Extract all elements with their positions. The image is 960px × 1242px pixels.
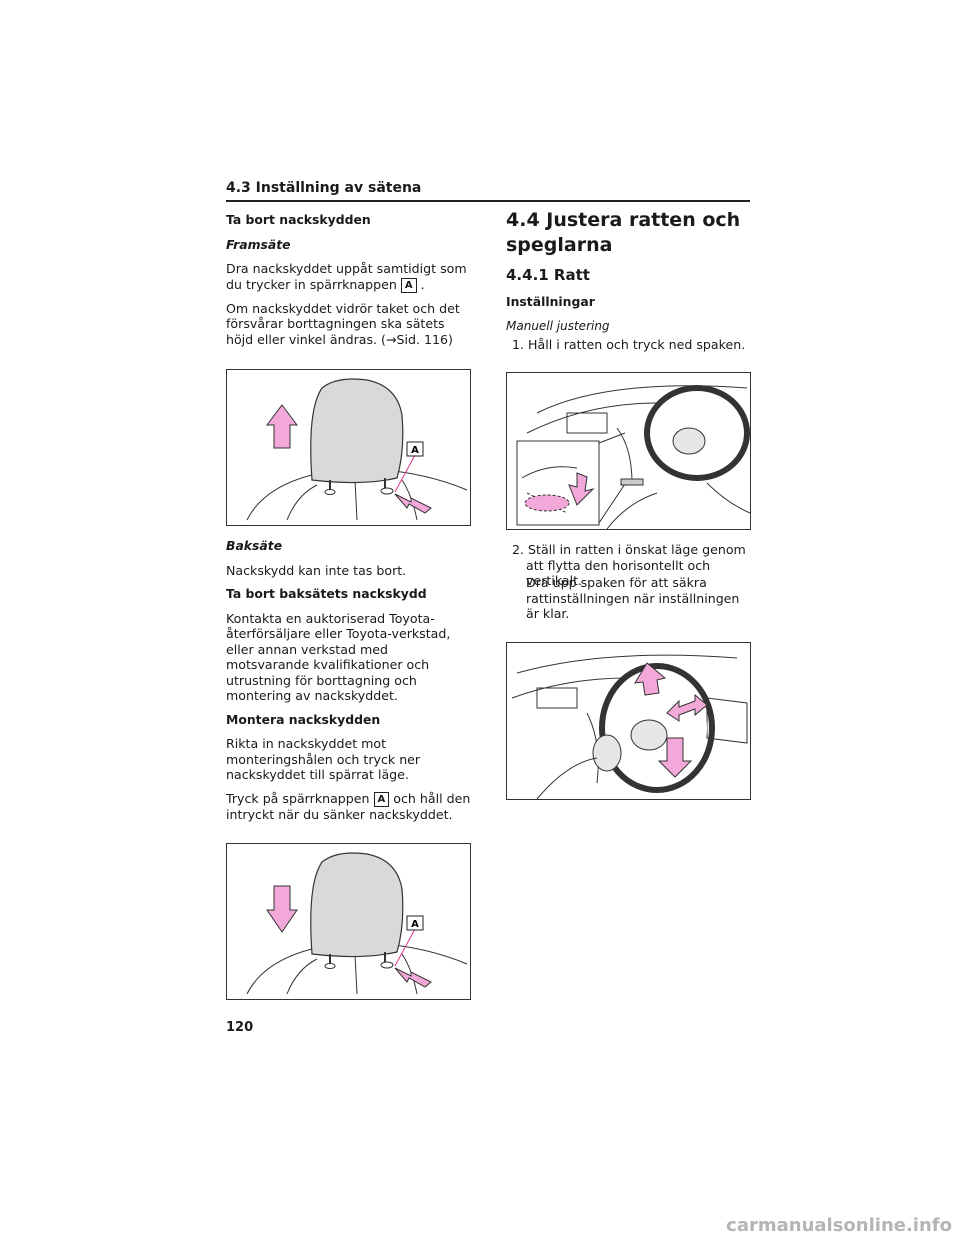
chapter-heading: 4.4 Justera ratten och speglarna	[506, 209, 741, 256]
down-arrow-icon-2	[657, 737, 693, 778]
remove-headrest-title: Ta bort nackskydden	[226, 212, 371, 227]
left-column: Ta bort nackskydden Framsäte Dra nacksky…	[226, 212, 472, 355]
headrest-install-illustration: A	[246, 852, 468, 995]
lever-down-arrow-icon	[568, 472, 595, 506]
callout-a-label-2: A	[411, 919, 419, 930]
front-seat-subtitle: Framsäte	[226, 236, 291, 252]
steering-adjust-illustration	[511, 654, 748, 799]
rear-seat-subtitle: Baksäte	[226, 538, 283, 553]
callout-a-label: A	[411, 445, 419, 456]
up-arrow-icon	[266, 404, 298, 449]
front-p1-end: .	[420, 276, 425, 292]
callout-a-box	[406, 441, 424, 457]
front-p1-text: Dra nackskyddet uppåt samtidigt som du t…	[226, 261, 467, 292]
up-arrow-icon-2	[634, 662, 667, 696]
headrest-removal-illustration: A	[246, 378, 468, 521]
front-paragraph-1: Dra nackskyddet uppåt samtidigt som du t…	[226, 261, 472, 293]
button-a-label-2: A	[373, 791, 390, 807]
steering-lever-illustration	[516, 385, 750, 529]
header-rule	[226, 200, 750, 202]
install-title: Montera nackskydden	[226, 711, 381, 727]
left-column-lower: Baksäte Nackskydd kan inte tas bort. Ta …	[226, 538, 472, 830]
install-p2-end: och håll den intryckt när du sänker nack…	[226, 790, 471, 822]
push-arrow-icon	[394, 493, 432, 514]
steering-adjust-figure	[506, 642, 751, 800]
settings-title: Inställningar	[506, 294, 595, 309]
manual-adjust-subtitle: Manuell justering	[506, 319, 610, 333]
step-1: 1. Håll i ratten och tryck ned spaken.	[512, 337, 746, 352]
headrest-install-figure: A	[226, 843, 471, 1000]
callout-a-box-2	[406, 915, 424, 931]
down-arrow-icon	[266, 885, 298, 933]
rear-paragraph-1: Nackskydd kan inte tas bort.	[226, 562, 407, 578]
headrest-removal-figure: A	[226, 369, 471, 526]
push-arrow-icon-2	[394, 967, 432, 988]
button-a-label: A	[400, 277, 417, 293]
install-p2-text: Tryck på spärrknappen	[226, 790, 370, 806]
section-header: 4.3 Inställning av sätena	[226, 180, 422, 196]
watermark: carmanualsonline.info	[726, 1215, 952, 1236]
step-2: 2. Ställ in ratten i önskat läge genom a…	[512, 542, 746, 588]
page-number: 120	[226, 1020, 254, 1035]
install-paragraph-1: Rikta in nackskyddet mot monteringshålen…	[226, 736, 421, 782]
step-2-note: Dra upp spaken för att säkra rattinställ…	[526, 575, 740, 621]
front-paragraph-2: Om nackskyddet vidrör taket och det förs…	[226, 300, 460, 347]
section-heading: 4.4.1 Ratt	[506, 266, 590, 284]
horizontal-arrow-icon	[666, 693, 708, 722]
rear-remove-paragraph: Kontakta en auktoriserad Toyota-återförs…	[226, 610, 451, 704]
rear-remove-title: Ta bort baksätets nackskydd	[226, 586, 427, 601]
steering-lever-figure	[506, 372, 751, 530]
lever-inset-box	[516, 440, 600, 526]
